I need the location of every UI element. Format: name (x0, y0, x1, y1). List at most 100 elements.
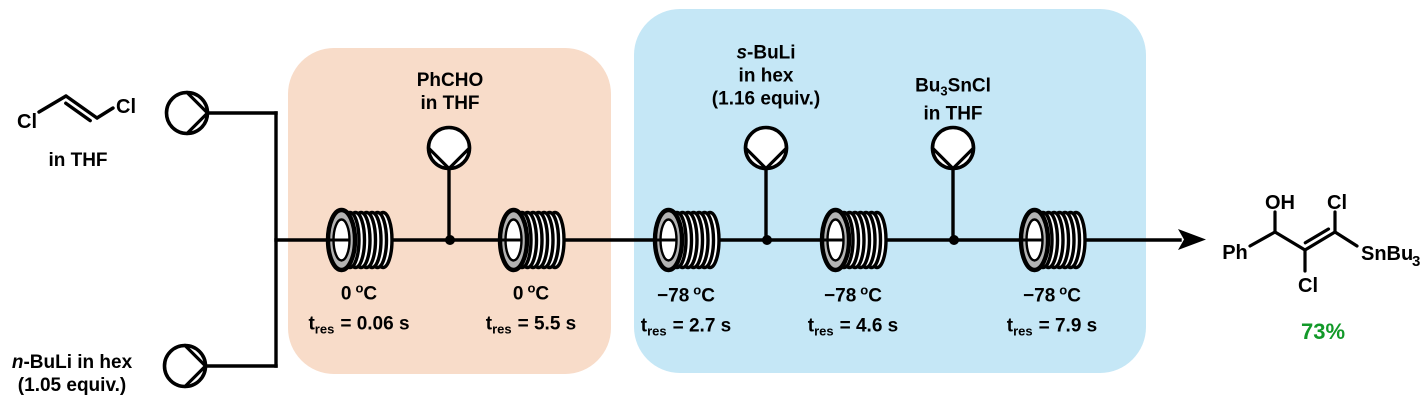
stage2-region (634, 9, 1146, 373)
coil-2-degree-symbol: o (527, 280, 536, 296)
reagent-sbuli-italic-prefix: s (736, 42, 748, 64)
pump-icon-feed-bottom (162, 343, 208, 389)
coil-3-residence-time: tres = 2.7 s (641, 312, 732, 347)
junction-dots (445, 235, 959, 245)
junction-dot-sbuli (762, 235, 772, 245)
product-cl-bottom-label: Cl (1298, 275, 1318, 297)
reagent-bu3sncl-subscript: 3 (940, 83, 948, 99)
feed-bottom-label: n-BuLi in hex (1.05 equiv.) (12, 351, 132, 397)
coil-reactor-2-icon (500, 210, 564, 270)
coil-2-t-value: = 5.5 s (517, 313, 577, 335)
reagent-sbuli-equiv: (1.16 equiv.) (711, 88, 821, 110)
product-cl-top-label: Cl (1327, 192, 1347, 214)
coil-5-residence-time: tres = 7.9 s (1007, 312, 1098, 347)
reagent-bu3sncl-line2: in THF (915, 103, 991, 126)
coil-3-temp-value: −78 (657, 285, 690, 307)
junction-dot-phcho (445, 235, 455, 245)
reagent-phcho-name: PhCHO (416, 70, 484, 91)
coil-5-temp-value: −78 (1023, 285, 1056, 307)
feed-bottom-italic-prefix: n (11, 352, 24, 373)
coil-3-degree-symbol: o (693, 282, 702, 298)
coil-3-t-subscript: res (647, 323, 667, 339)
coil-1-residence-time: tres = 0.06 s (308, 310, 409, 345)
coil-reactor-1-icon (328, 210, 392, 270)
reagent-phcho-label: PhCHO in THF (417, 69, 484, 115)
coil-1-temp-unit: C (363, 283, 378, 305)
product-snbu-label: SnBu (1361, 243, 1413, 265)
reagent-bu3sncl-label: Bu3SnCl in THF (915, 75, 991, 126)
coil-reactor-3-icon (655, 210, 719, 270)
coil-1-temp-value: 0 (340, 283, 352, 305)
coil-1-t-symbol: t (308, 313, 315, 335)
feed-cl-right-label: Cl (116, 96, 136, 118)
coil-5-t-subscript: res (1013, 323, 1033, 339)
reagent-phcho-line1: PhCHO (417, 69, 484, 92)
reagent-sbuli-label: s-BuLi in hex (1.16 equiv.) (712, 42, 820, 111)
coil-1-t-subscript: res (314, 321, 335, 337)
coil-5-t-value: = 7.9 s (1038, 315, 1098, 337)
reagent-sbuli-line1: s-BuLi (712, 42, 820, 65)
product-structure: Ph OH Cl Cl SnBu 3 73% (1222, 192, 1420, 344)
coil-2-temp-value: 0 (512, 283, 524, 305)
reagent-phcho-solvent: in THF (420, 93, 480, 114)
feed-structure-dichloroethene: Cl Cl in THF (17, 94, 136, 171)
pump-icon-sbuli (743, 125, 789, 171)
reagent-phcho-line2: in THF (417, 92, 484, 115)
product-oh-label: OH (1265, 192, 1295, 214)
reagent-sbuli-solvent: in hex (738, 65, 794, 87)
coil-3-t-value: = 2.7 s (672, 315, 732, 337)
coil-5-degree-symbol: o (1059, 282, 1068, 298)
coil-2-t-subscript: res (492, 321, 512, 337)
coil-3-t-symbol: t (640, 315, 648, 337)
coil-4-t-value: = 4.6 s (839, 315, 899, 337)
reagent-sbuli-line3: (1.16 equiv.) (712, 88, 820, 111)
coil-2-temp-unit: C (535, 283, 550, 305)
coil-1-degree-symbol: o (355, 280, 364, 296)
feed-solvent-label: in THF (48, 150, 107, 171)
coil-5-temp-unit: C (1067, 285, 1081, 307)
junction-dot-bu3sncl (949, 235, 959, 245)
coil-2-residence-time: tres = 5.5 s (486, 310, 577, 345)
pump-icon-feed-top (164, 90, 210, 136)
coil-reactor-5-icon (1021, 210, 1085, 270)
product-yield-label: 73% (1301, 319, 1345, 344)
coil-reactor-4-icon (822, 210, 886, 270)
feed-cl-left-label: Cl (17, 111, 37, 133)
coil-3-temp-unit: C (701, 285, 715, 307)
reagent-bu3sncl-solvent: in THF (923, 103, 983, 125)
coil-2-t-symbol: t (485, 313, 493, 335)
reagent-bu3sncl-pre: Bu (915, 75, 941, 97)
coil-4-t-symbol: t (807, 315, 815, 337)
pump-icon-phcho (426, 125, 472, 171)
reagent-bu3sncl-post: SnCl (947, 75, 991, 97)
coil-4-degree-symbol: o (860, 282, 869, 298)
reagent-sbuli-line2: in hex (712, 65, 820, 88)
coil-4-residence-time: tres = 4.6 s (808, 312, 899, 347)
reagent-sbuli-name: -BuLi (747, 42, 796, 64)
reagent-bu3sncl-line1: Bu3SnCl (915, 75, 991, 103)
coil-5-t-symbol: t (1006, 315, 1014, 337)
coil-1-t-value: = 0.06 s (340, 313, 410, 335)
feed-bottom-equiv: (1.05 equiv.) (12, 374, 132, 397)
coil-4-t-subscript: res (814, 323, 834, 339)
product-snbu-subscript: 3 (1412, 253, 1420, 270)
feed-bottom-name-text: -BuLi in hex (23, 352, 133, 373)
coil-4-temp-unit: C (868, 285, 882, 307)
flow-arrow-icon (1178, 229, 1206, 250)
feed-bottom-equiv-text: (1.05 equiv.) (17, 375, 127, 396)
coil-4-temp-value: −78 (824, 285, 857, 307)
pump-icon-bu3sncl (930, 125, 976, 171)
product-ph-label: Ph (1222, 242, 1248, 264)
